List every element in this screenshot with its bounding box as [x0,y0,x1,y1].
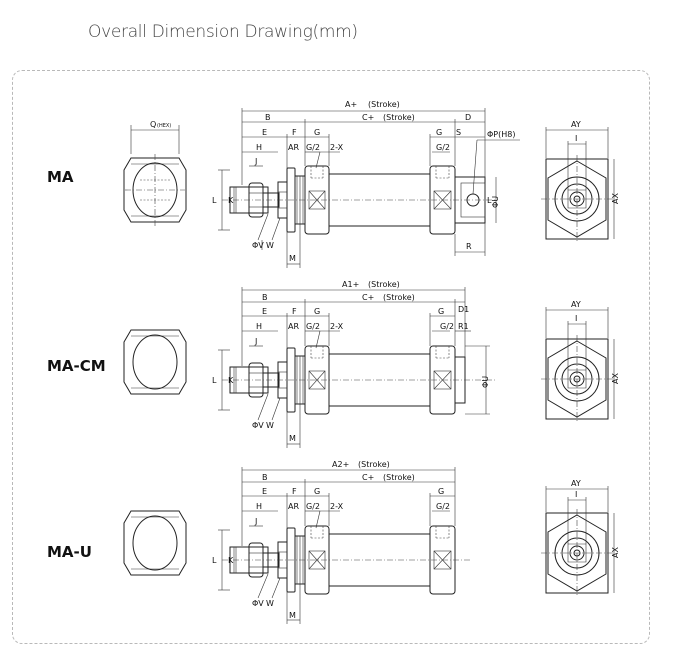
ma-cm-c-note: (Stroke) [383,293,415,302]
ma-d-dim: D [465,113,471,122]
ma-cm-phiv-dim: ΦV [252,421,264,430]
model-label-ma-cm: MA-CM [47,357,106,375]
page-title: Overall Dimension Drawing(mm) [88,22,358,42]
ma-cm-g2a-dim: G/2 [306,322,320,331]
ma-u-c-dim: C+ [362,473,374,482]
ma-j-dim: J [254,157,257,166]
ma-cm-ay-dim: AY [571,300,581,309]
ma-cm-overall-note: (Stroke) [368,280,400,289]
ma-g2b-dim: G/2 [436,143,450,152]
ma-u-b-dim: B [262,473,268,482]
ma-u-side-view: A2+ (Stroke) B C+ (Stroke) E F G G H AR … [212,460,470,624]
ma-cm-ax-dim: AX [611,373,620,384]
ma-u-g2-dim: G [438,487,444,496]
ma-cm-b-dim: B [262,293,268,302]
ma-u-ar-dim: AR [288,502,299,511]
ma-q-sub: (HEX) [157,123,171,129]
model-label-ma-u: MA-U [47,543,92,561]
ma-u-overall-note: (Stroke) [358,460,390,469]
ma-u-m-dim: M [289,611,296,620]
ma-phiu-dim: ΦU [491,196,500,208]
drawing-frame [12,70,650,644]
ma-u-f-dim: F [292,487,297,496]
ma-s-dim: S [456,128,461,137]
ma-cm-g2-dim: G [438,307,444,316]
ma-g1-dim: G [314,128,320,137]
ma-cm-c-dim: C+ [362,293,374,302]
ma-c-note: (Stroke) [383,113,415,122]
ma-cm-g2b-dim: G/2 [440,322,454,331]
ma-phip-dim: ΦP(H8) [487,130,515,139]
ma-overall-note: (Stroke) [368,100,400,109]
ma-cm-w-dim: W [266,421,274,430]
ma-u-front-view: AY I AX [540,479,620,598]
ma-cm-ar-dim: AR [288,322,299,331]
ma-u-k-dim: K [228,556,234,565]
ma-k-dim: K [228,196,234,205]
ma-m-dim: M [289,254,296,263]
ma-r-dim: R [466,242,472,251]
ma-u-l-dim: L [212,556,217,565]
model-label-ma: MA [47,168,74,186]
ma-g2a-dim: G/2 [306,143,320,152]
ma-e-dim: E [262,128,267,137]
ma-u-ay-dim: AY [571,479,581,488]
ma-cm-j-dim: J [254,337,257,346]
ma-cm-front-view: AY I AX [540,300,620,424]
ma-cm-i-dim: I [575,314,577,323]
ma-cm-x-dim: 2-X [330,322,344,331]
ma-u-w-dim: W [266,599,274,608]
ma-front-view: AY I AX [540,120,620,244]
ma-end-view: Q (HEX) [123,120,187,226]
ma-f-dim: F [292,128,297,137]
ma-l-dim: L [212,196,217,205]
ma-c-dim: C+ [362,113,374,122]
ma-u-g1-dim: G [314,487,320,496]
ma-cm-d-dim: D1 [458,305,469,314]
ma-cm-phiu-dim: ΦU [481,376,490,388]
ma-u-e-dim: E [262,487,267,496]
ma-overall-dim: A+ [345,100,357,109]
ma-u-c-note: (Stroke) [383,473,415,482]
ma-ax-dim: AX [611,193,620,204]
ma-cm-end-view [123,329,187,395]
ma-u-j-dim: J [254,517,257,526]
ma-cm-g1-dim: G [314,307,320,316]
ma-ar-dim: AR [288,143,299,152]
ma-u-phiv-dim: ΦV [252,599,264,608]
ma-cm-overall-dim: A1+ [342,280,359,289]
ma-cm-k-dim: K [228,376,234,385]
ma-side-view: A+ (Stroke) B C+ (Stroke) D E F G G S H … [212,100,520,268]
ma-cm-e-dim: E [262,307,267,316]
ma-l-right-dim: L [487,196,492,205]
ma-h-dim: H [256,143,262,152]
ma-x-dim: 2-X [330,143,344,152]
ma-u-overall-dim: A2+ [332,460,349,469]
ma-cm-m-dim: M [289,434,296,443]
ma-w-dim: W [266,241,274,250]
ma-ay-dim: AY [571,120,581,129]
ma-i-dim: I [575,134,577,143]
ma-cm-side-view: A1+ (Stroke) B C+ (Stroke) D1 E F G G H … [212,280,495,448]
ma-u-g2a-dim: G/2 [306,502,320,511]
ma-u-end-view [123,510,187,576]
ma-u-g2b-dim: G/2 [436,502,450,511]
ma-u-ax-dim: AX [611,547,620,558]
ma-cm-h-dim: H [256,322,262,331]
ma-u-x-dim: 2-X [330,502,344,511]
ma-g2-dim: G [436,128,442,137]
ma-u-i-dim: I [575,490,577,499]
ma-b-dim: B [265,113,271,122]
ma-q-label: Q [150,120,156,129]
ma-cm-r1-dim: R1 [458,322,469,331]
ma-cm-l-dim: L [212,376,217,385]
ma-u-h-dim: H [256,502,262,511]
ma-phiv-dim: ΦV [252,241,264,250]
ma-cm-f-dim: F [292,307,297,316]
